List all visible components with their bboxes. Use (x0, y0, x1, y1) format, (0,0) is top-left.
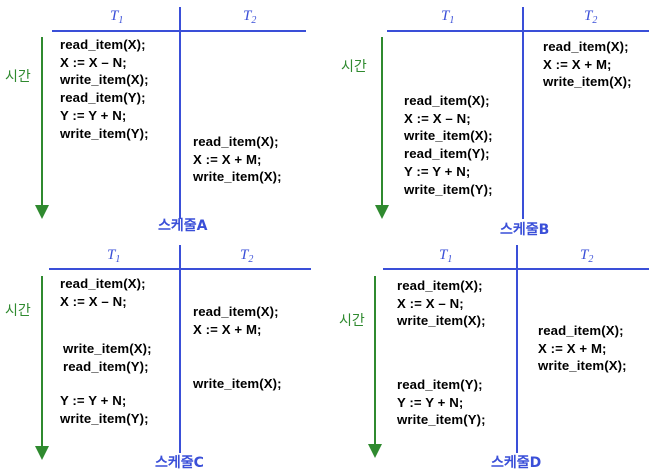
op-line: X := X + M; (543, 56, 612, 72)
op-line: read_item(X); (404, 93, 490, 108)
op-line: X := X + M; (193, 321, 262, 337)
schedule-d-caption: 스케줄D (491, 455, 542, 471)
op-line: write_item(X); (543, 74, 632, 90)
schedule-b-caption: 스케줄B (500, 222, 550, 238)
schedule-c-t1-ops-3: Y := Y + N; write_item(Y); (60, 392, 149, 427)
op-line: write_item(Y); (397, 412, 486, 428)
op-line: write_item(X); (404, 128, 493, 144)
op-line: Y := Y + N; (404, 163, 471, 179)
op-line: X := X – N; (60, 54, 127, 70)
schedule-a-t2-header: T2 (243, 8, 257, 27)
schedule-a-time-axis (41, 37, 43, 207)
schedule-d-column-divider (516, 245, 518, 453)
schedule-c-t1-header: T1 (107, 247, 121, 266)
op-line: write_item(X); (193, 376, 282, 391)
op-line: read_item(X); (543, 39, 629, 54)
op-line: read_item(Y); (63, 358, 149, 374)
op-line: read_item(Y); (60, 90, 146, 106)
op-line: write_item(X); (63, 341, 152, 356)
op-line: write_item(X); (60, 72, 149, 88)
schedule-b-header-rule (387, 30, 649, 32)
schedule-a-caption: 스케줄A (158, 218, 208, 234)
op-line: write_item(X); (538, 358, 627, 374)
op-line: read_item(Y); (404, 146, 490, 162)
op-line: read_item(X); (60, 37, 146, 52)
schedule-c-t2-ops-2: write_item(X); (193, 375, 282, 393)
op-line: write_item(Y); (60, 410, 149, 426)
op-line: Y := Y + N; (397, 394, 464, 410)
schedule-c-t1-ops-1: read_item(X); X := X – N; (60, 275, 146, 310)
schedule-b-t2-ops: read_item(X); X := X + M; write_item(X); (543, 38, 632, 91)
schedule-c-time-label: 시간 (5, 303, 31, 319)
schedule-a-time-label: 시간 (5, 69, 31, 85)
op-line: write_item(X); (397, 313, 486, 329)
schedule-d-t1-header: T1 (439, 247, 453, 266)
schedule-a-t1-ops: read_item(X); X := X – N; write_item(X);… (60, 36, 149, 142)
schedule-d-time-axis (374, 276, 376, 446)
op-line: X := X – N; (60, 293, 127, 309)
schedule-b-time-axis (381, 37, 383, 207)
op-line: read_item(X); (538, 323, 624, 338)
op-line: X := X – N; (404, 110, 471, 126)
op-line: read_item(X); (397, 278, 483, 293)
schedule-d-t2-ops: read_item(X); X := X + M; write_item(X); (538, 322, 627, 375)
op-line: read_item(X); (60, 276, 146, 291)
op-line: write_item(Y); (60, 125, 149, 141)
op-line: write_item(X); (193, 169, 282, 185)
op-line: X := X – N; (397, 295, 464, 311)
schedule-b-t2-header: T2 (584, 8, 598, 27)
schedule-a-arrow-icon (35, 205, 49, 219)
schedule-d-arrow-icon (368, 444, 382, 458)
schedule-c-t1-ops-2: write_item(X); read_item(Y); (63, 340, 152, 375)
schedule-a-t1-header: T1 (110, 8, 124, 27)
schedule-a-column-divider (179, 7, 181, 219)
schedule-b-t1-header: T1 (441, 8, 455, 27)
schedule-d-time-label: 시간 (339, 313, 365, 329)
op-line: X := X + M; (538, 340, 607, 356)
schedule-d-t1-ops-1: read_item(X); X := X – N; write_item(X); (397, 277, 486, 330)
op-line: read_item(X); (193, 304, 279, 319)
schedule-c-time-axis (41, 276, 43, 448)
op-line: X := X + M; (193, 151, 262, 167)
op-line: read_item(X); (193, 134, 279, 149)
schedule-b-column-divider (522, 7, 524, 219)
op-line: read_item(Y); (397, 377, 483, 392)
schedule-d-t1-ops-2: read_item(Y); Y := Y + N; write_item(Y); (397, 376, 486, 429)
schedule-c-t2-ops-1: read_item(X); X := X + M; (193, 303, 279, 338)
op-line: Y := Y + N; (60, 107, 127, 123)
schedule-c-arrow-icon (35, 446, 49, 460)
schedule-b-t1-ops: read_item(X); X := X – N; write_item(X);… (404, 92, 493, 198)
schedule-c-t2-header: T2 (240, 247, 254, 266)
schedule-b-time-label: 시간 (341, 59, 367, 75)
schedule-c-column-divider (179, 245, 181, 453)
schedule-d-t2-header: T2 (580, 247, 594, 266)
schedule-c-caption: 스케줄C (155, 455, 204, 471)
op-line: Y := Y + N; (60, 393, 127, 408)
schedule-a-t2-ops: read_item(X); X := X + M; write_item(X); (193, 133, 282, 186)
schedule-b-arrow-icon (375, 205, 389, 219)
op-line: write_item(Y); (404, 181, 493, 197)
